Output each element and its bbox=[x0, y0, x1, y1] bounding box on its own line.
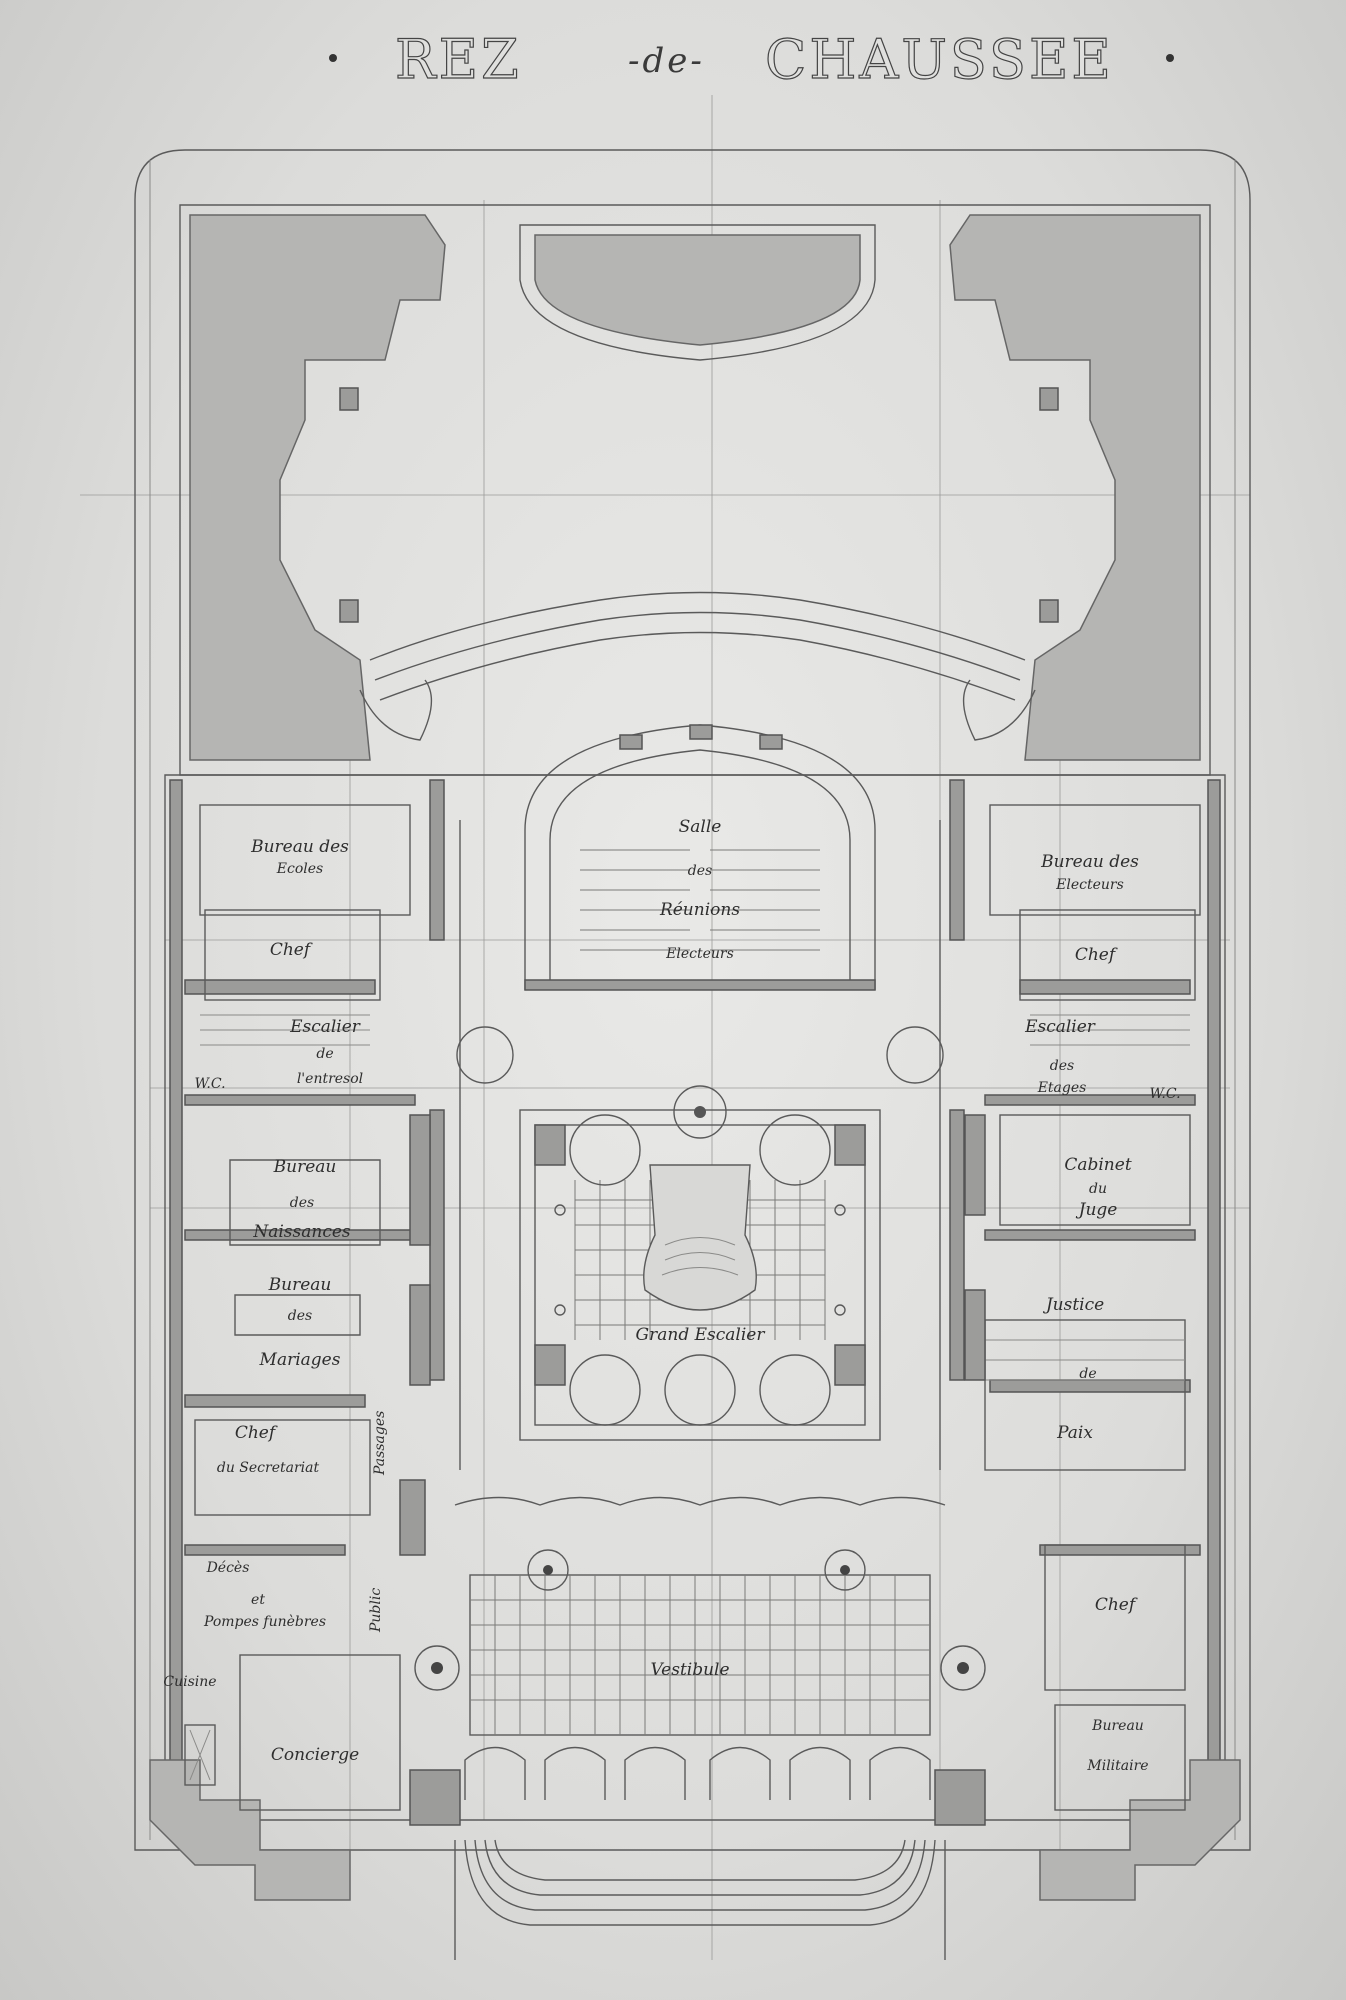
label-bureau-mariages-2: des bbox=[288, 1308, 312, 1324]
label-grand-escalier: Grand Escalier bbox=[636, 1325, 766, 1345]
grand-escalier bbox=[519, 1085, 881, 1441]
label-chef-bottom-right: Chef bbox=[1095, 1595, 1138, 1615]
label-salle: Salle bbox=[679, 817, 722, 837]
label-bureau-militaire-2: Militaire bbox=[1086, 1758, 1148, 1774]
drawing-title: REZ -de- CHAUSSEE bbox=[329, 27, 1174, 92]
label-bureau-ecoles-2: Ecoles bbox=[276, 861, 323, 877]
label-bureau-naissances-1: Bureau bbox=[273, 1157, 337, 1177]
label-cabinet-juge-2: du bbox=[1089, 1181, 1107, 1197]
label-salle-des: des bbox=[688, 863, 712, 879]
label-chef-right: Chef bbox=[1075, 945, 1118, 965]
label-passages: Passages bbox=[372, 1411, 388, 1476]
label-bureau-mariages-1: Bureau bbox=[268, 1275, 332, 1295]
label-escalier-left-1: Escalier bbox=[289, 1017, 361, 1037]
title-word-rez: REZ bbox=[395, 28, 522, 91]
label-escalier-right-1: Escalier bbox=[1024, 1017, 1096, 1037]
label-chef-left: Chef bbox=[270, 940, 313, 960]
label-public: Public bbox=[368, 1588, 384, 1633]
label-escalier-right-2: des bbox=[1050, 1058, 1074, 1074]
site-boundary bbox=[134, 149, 1251, 1851]
label-cabinet-juge-1: Cabinet bbox=[1064, 1155, 1131, 1175]
label-concierge: Concierge bbox=[271, 1745, 359, 1765]
label-chef-secretariat-1: Chef bbox=[235, 1423, 278, 1443]
label-deces-1: Décès bbox=[206, 1560, 250, 1576]
label-cuisine: Cuisine bbox=[163, 1674, 216, 1690]
label-bureau-mariages-3: Mariages bbox=[259, 1350, 341, 1370]
room-labels: Salle des Réunions Electeurs Bureau des … bbox=[163, 817, 1180, 1774]
courtyard bbox=[179, 204, 1211, 776]
label-bureau-naissances-2: des bbox=[290, 1195, 314, 1211]
entrance-steps bbox=[454, 1839, 946, 1960]
left-offices bbox=[194, 804, 431, 1556]
label-electeurs: Electeurs bbox=[665, 946, 734, 962]
label-bureau-electeurs-2: Electeurs bbox=[1055, 877, 1124, 893]
title-word-chaussee: CHAUSSEE bbox=[765, 28, 1114, 91]
label-escalier-left-2: de bbox=[316, 1046, 333, 1062]
label-bureau-militaire-1: Bureau bbox=[1091, 1718, 1144, 1734]
label-escalier-left-3: l'entresol bbox=[297, 1071, 363, 1087]
label-deces-2: et bbox=[251, 1592, 265, 1608]
label-chef-secretariat-2: du Secretariat bbox=[217, 1460, 320, 1476]
label-justice-2: de bbox=[1079, 1366, 1096, 1382]
vestibule bbox=[409, 1496, 986, 1826]
label-vestibule: Vestibule bbox=[650, 1660, 729, 1680]
label-bureau-ecoles-1: Bureau des bbox=[250, 837, 349, 857]
label-wc-left: W.C. bbox=[194, 1076, 225, 1092]
salle-des-reunions bbox=[524, 724, 876, 991]
label-justice-3: Paix bbox=[1056, 1423, 1093, 1443]
front-pavilions bbox=[149, 1544, 1241, 1901]
right-offices bbox=[964, 804, 1201, 1471]
label-bureau-naissances-3: Naissances bbox=[252, 1222, 351, 1242]
central-corridor bbox=[456, 820, 944, 1470]
label-cabinet-juge-3: Juge bbox=[1076, 1200, 1118, 1220]
label-escalier-right-3: Etages bbox=[1037, 1080, 1087, 1096]
label-wc-right: W.C. bbox=[1149, 1086, 1180, 1102]
label-reunions: Réunions bbox=[659, 900, 740, 920]
label-justice-1: Justice bbox=[1043, 1295, 1104, 1315]
label-bureau-electeurs-1: Bureau des bbox=[1040, 852, 1139, 872]
label-deces-3: Pompes funèbres bbox=[203, 1614, 326, 1630]
title-word-de: -de- bbox=[628, 41, 705, 81]
